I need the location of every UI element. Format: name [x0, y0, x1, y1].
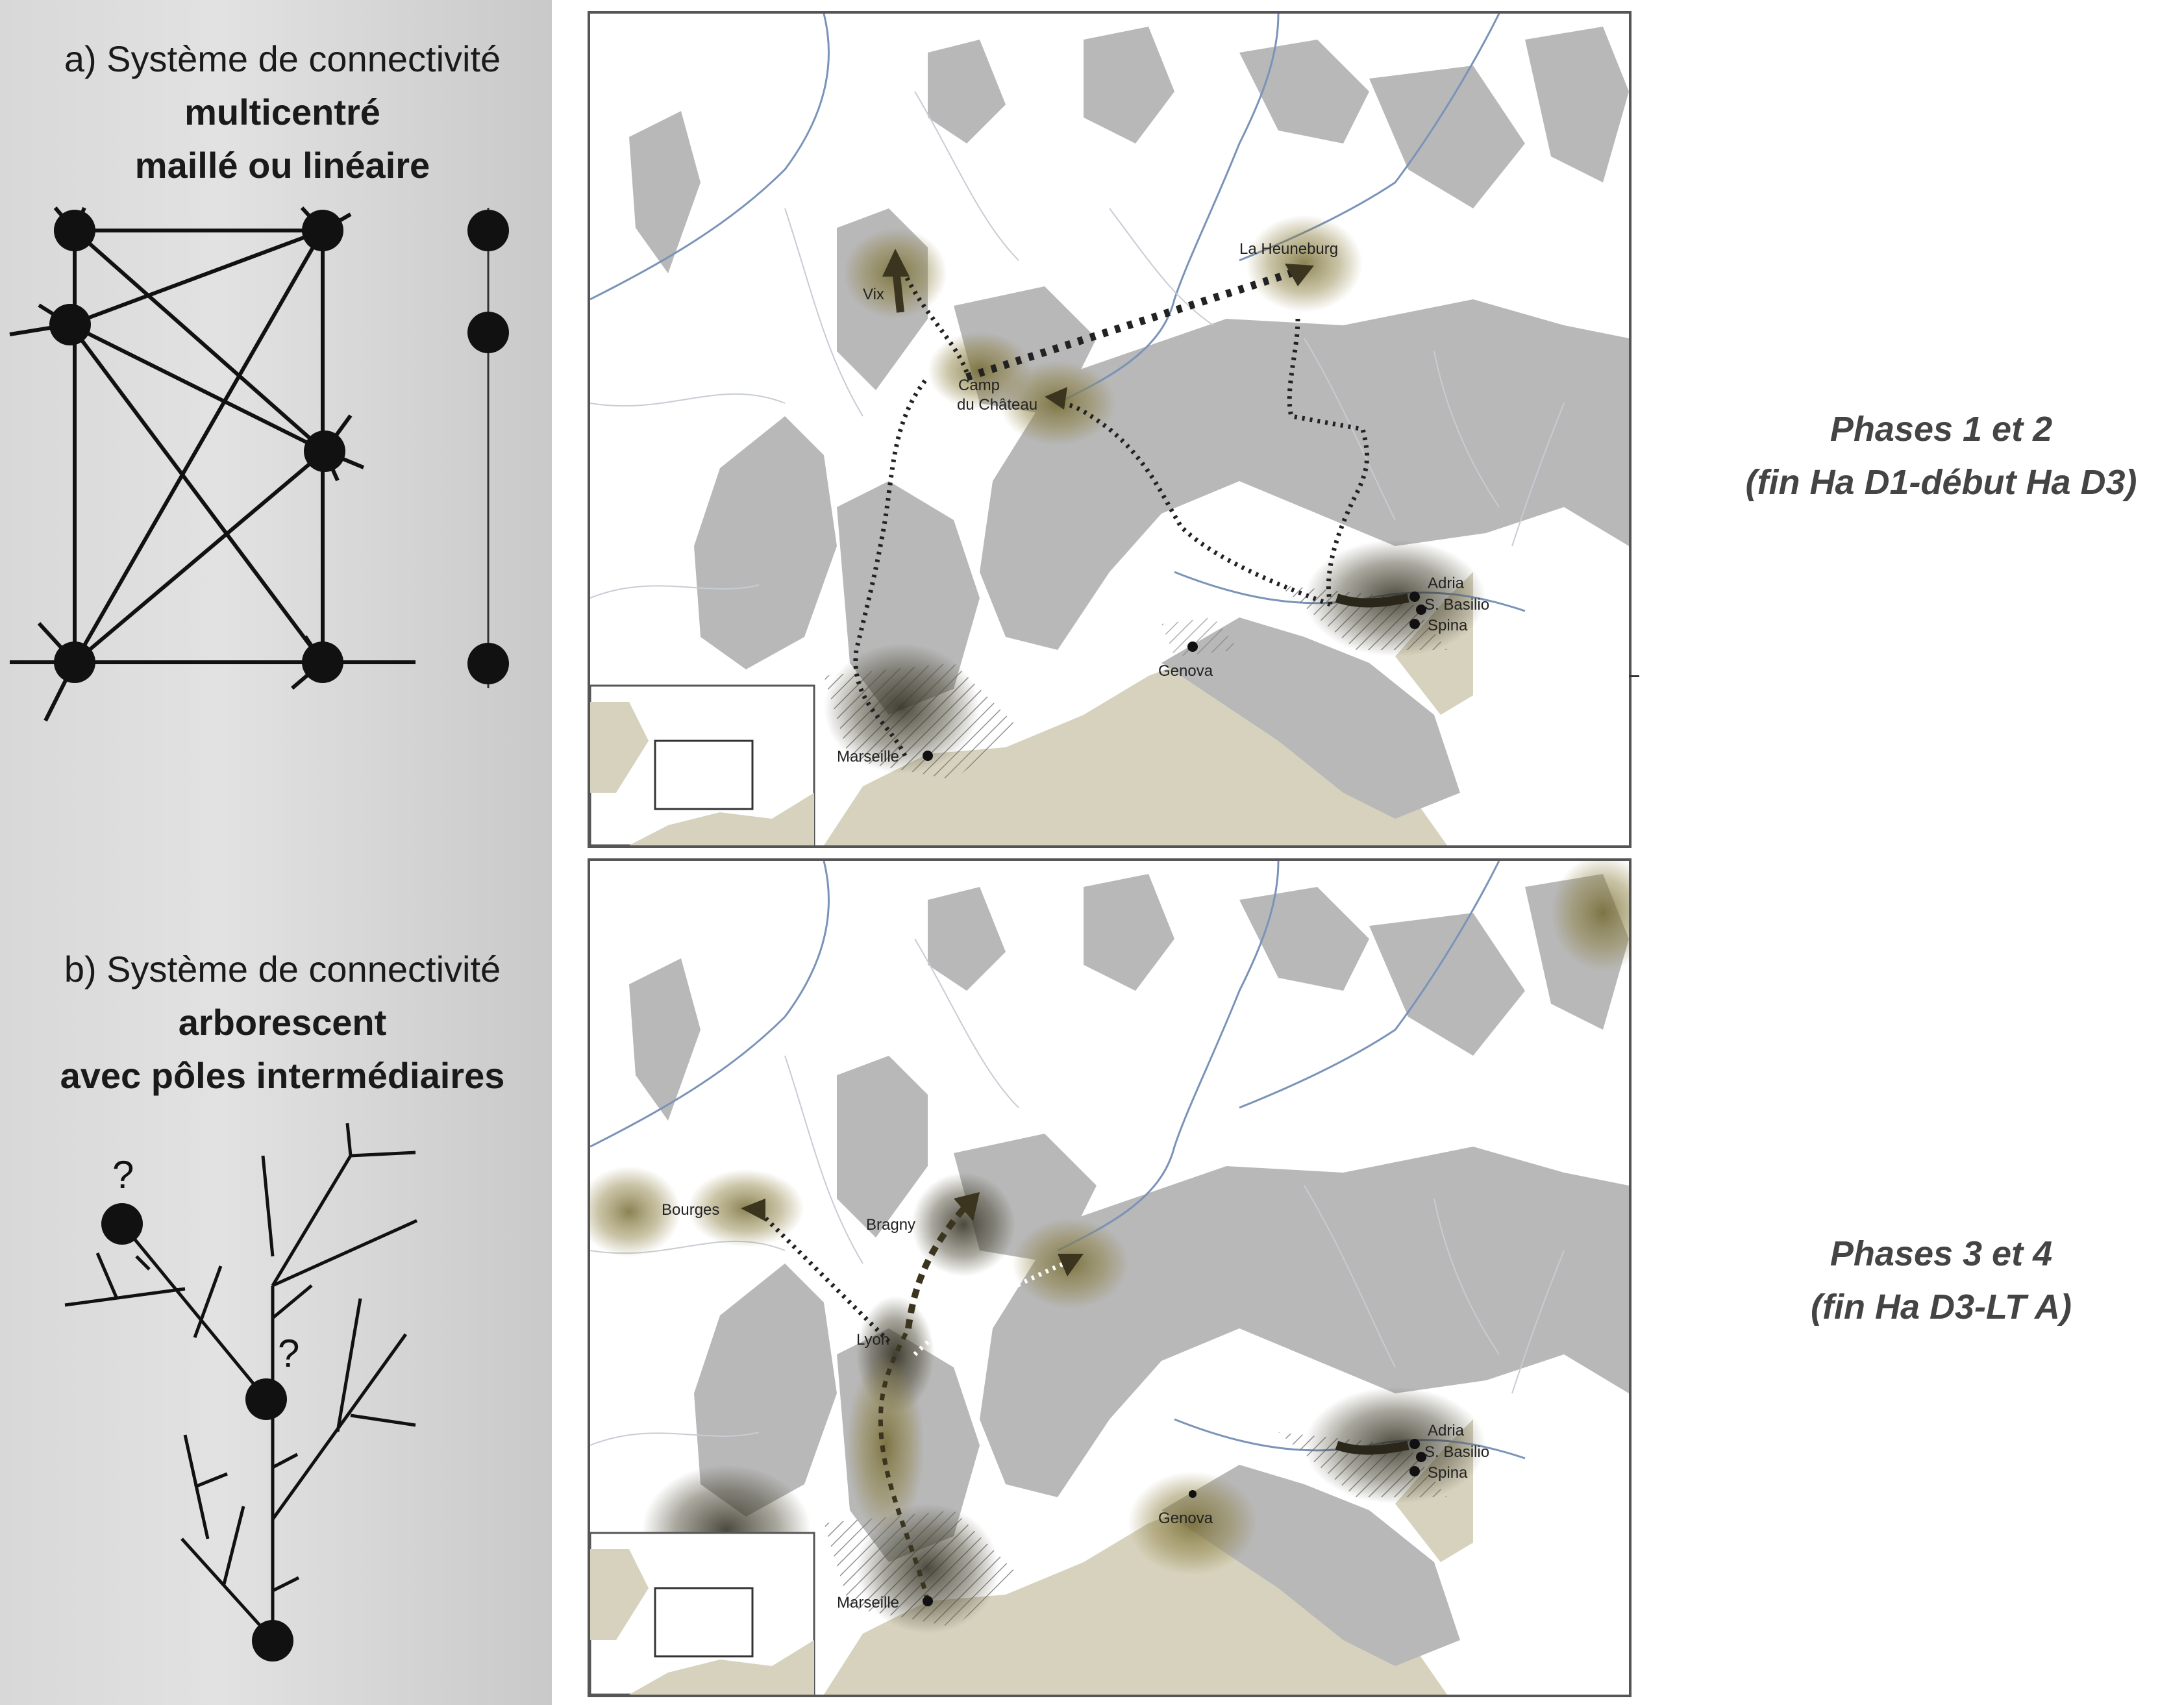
mesh-network-diagram — [9, 206, 509, 722]
label-adria: Adria — [1428, 575, 1465, 592]
inset-map — [590, 1532, 815, 1695]
route-camp-heuneburg — [965, 263, 1312, 381]
sites — [923, 1439, 1426, 1606]
label-genova: Genova — [1158, 662, 1213, 680]
arrow-camp-east — [1045, 387, 1067, 410]
map-tick — [1629, 675, 1639, 677]
inset-map — [590, 684, 815, 845]
halo-marseille — [856, 1504, 999, 1634]
map-bottom-canvas: Bourges Bragny Lyon Adria S. Basilio Spi… — [590, 861, 1629, 1695]
label-marseille: Marseille — [837, 748, 899, 765]
label-basilio: S. Basilio — [1424, 596, 1489, 614]
arrow-heuneburg — [1285, 264, 1314, 286]
left-panel — [0, 0, 552, 1705]
phases-top-label: Phases 1 et 2 (fin Ha D1-début Ha D3) — [1714, 403, 2168, 509]
label-spina: Spina — [1428, 617, 1468, 634]
phases-top-line2: (fin Ha D1-début Ha D3) — [1745, 463, 2137, 502]
route-adria-solid — [1335, 593, 1409, 608]
route-adria-camp — [1057, 401, 1332, 607]
sites — [923, 591, 1426, 761]
minor-rivers — [590, 91, 1565, 599]
label-marseille: Marseille — [837, 1594, 899, 1612]
hatch-genova — [1161, 617, 1239, 656]
map-bottom: Bourges Bragny Lyon Adria S. Basilio Spi… — [588, 858, 1632, 1697]
map-top-canvas: Vix La Heuneburg Camp du Château Adria S… — [590, 14, 1629, 845]
label-bourges: Bourges — [662, 1201, 719, 1219]
panel-b-title-line1: b) Système de connectivité — [64, 949, 501, 989]
label-adria: Adria — [1428, 1422, 1465, 1439]
linear-network — [467, 208, 509, 688]
arrow-bourges — [741, 1199, 765, 1221]
halo-bourges — [590, 1166, 681, 1257]
label-camp-2: du Château — [957, 396, 1037, 414]
panel-b-heading: b) Système de connectivité arborescent a… — [0, 943, 565, 1102]
route-camp-vix — [899, 266, 969, 373]
route-arrows — [741, 1192, 1084, 1276]
halo-heuneburg — [1246, 215, 1363, 312]
halo-bragny — [912, 1173, 1015, 1276]
question-mark-1: ? — [112, 1153, 134, 1197]
label-spina: Spina — [1428, 1464, 1468, 1482]
route-marseille-camp — [853, 375, 930, 757]
tree-network-diagram: ? ? — [64, 1123, 418, 1661]
route-lyon-bragny — [905, 1202, 969, 1329]
panel-b-title-line3: avec pôles intermédiaires — [60, 1055, 505, 1096]
phases-bottom-label: Phases 3 et 4 (fin Ha D3-LT A) — [1714, 1227, 2168, 1334]
route-adria-heuneburg — [1287, 318, 1369, 605]
route-adria-solid — [1335, 1441, 1409, 1455]
panel-b-title-line2: arborescent — [178, 1002, 387, 1043]
mesh-nodes — [49, 210, 345, 683]
phases-top-line1: Phases 1 et 2 — [1830, 410, 2053, 449]
route-arrows — [882, 249, 1314, 410]
mountain-areas — [629, 27, 1629, 819]
label-lyon: Lyon — [856, 1331, 889, 1349]
routes — [757, 1202, 1409, 1602]
map-top: Vix La Heuneburg Camp du Château Adria S… — [588, 11, 1632, 848]
label-camp: Camp — [958, 377, 1000, 394]
panel-a-title-line2: multicentré — [184, 92, 380, 132]
halo-rhone — [847, 1354, 924, 1536]
panel-a-heading: a) Système de connectivité multicentré m… — [0, 32, 565, 192]
arrow-east — [1058, 1254, 1084, 1276]
arrow-bragny — [954, 1192, 980, 1221]
label-bragny: Bragny — [866, 1216, 915, 1234]
label-genova: Genova — [1158, 1510, 1213, 1527]
halo-genova — [1128, 1471, 1258, 1575]
halo-northeast — [1551, 861, 1629, 971]
panel-a-title-line3: maillé ou linéaire — [134, 145, 430, 186]
tree-nodes — [101, 1203, 293, 1661]
question-mark-2: ? — [278, 1332, 299, 1375]
label-heuneburg: La Heuneburg — [1239, 240, 1338, 258]
label-basilio: S. Basilio — [1424, 1443, 1489, 1461]
tree-edges — [64, 1123, 418, 1641]
arrow-vix — [882, 249, 910, 277]
phases-bottom-line2: (fin Ha D3-LT A) — [1811, 1288, 2072, 1326]
label-vix: Vix — [863, 286, 884, 303]
halo-marseille — [824, 643, 980, 773]
panel-a-title-line1: a) Système de connectivité — [64, 38, 501, 79]
phases-bottom-line1: Phases 3 et 4 — [1830, 1234, 2053, 1273]
